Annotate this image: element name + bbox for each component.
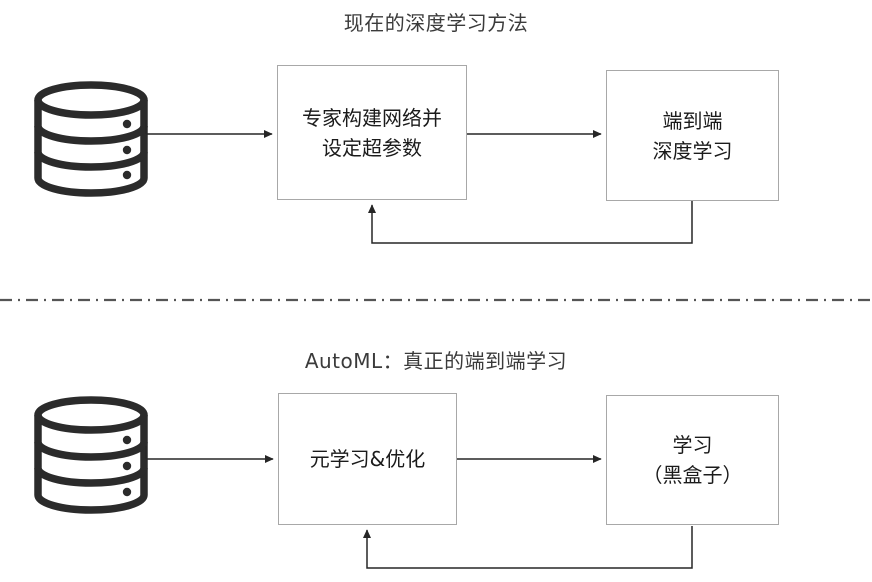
edge-end-to-end-feedback-to-expert [367,201,693,244]
edge-black-box-feedback-to-meta-learning [362,526,693,569]
section-title-current-deep-learning: 现在的深度学习方法 [343,11,529,35]
process-box-end-to-end[interactable]: 端到端 深度学习 [606,70,779,201]
process-box-black-box[interactable]: 学习 （黑盒子） [606,395,779,525]
edge-database-to-meta-learning [145,446,274,464]
process-box-black-box-label: 学习 （黑盒子） [642,433,743,487]
process-box-meta-learning[interactable]: 元学习&优化 [278,393,457,525]
section-title-automl: AutoML：真正的端到端学习 [304,349,568,373]
process-box-expert[interactable]: 专家构建网络并 设定超参数 [277,65,467,200]
process-box-expert-label: 专家构建网络并 设定超参数 [302,105,442,160]
process-box-meta-learning-label: 元学习&优化 [309,447,426,471]
database-icon [30,78,152,200]
process-box-end-to-end-label: 端到端 深度学习 [652,108,733,163]
database-icon [30,392,152,518]
edge-database-to-expert [145,120,273,139]
